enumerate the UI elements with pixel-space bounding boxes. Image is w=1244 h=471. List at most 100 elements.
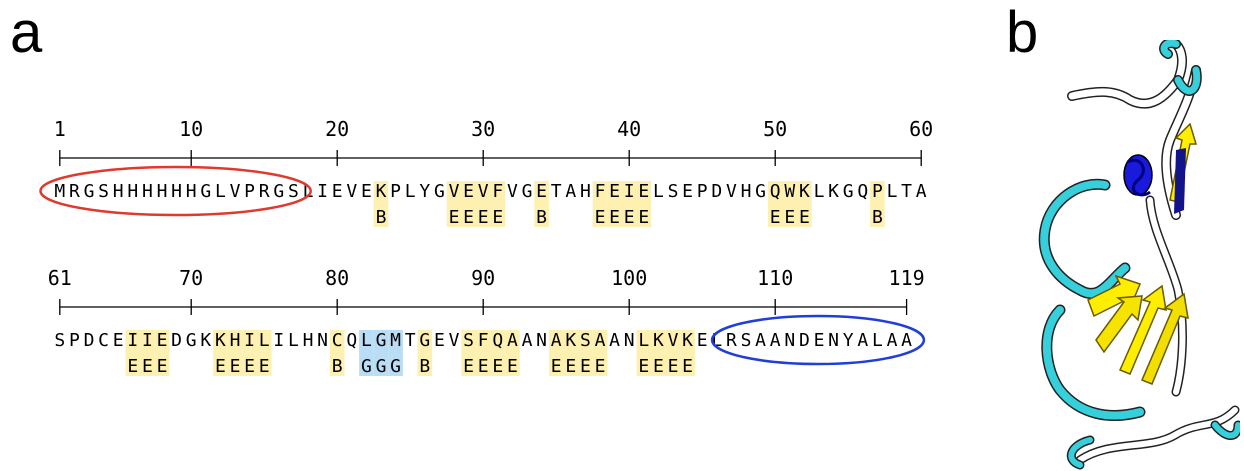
residue-letter: L bbox=[653, 181, 664, 202]
residue-highlight bbox=[256, 330, 272, 376]
residue-letter: R bbox=[69, 181, 80, 202]
residue-letter: P bbox=[244, 181, 255, 202]
residue-letter: I bbox=[127, 330, 138, 351]
residue-highlight bbox=[227, 330, 243, 376]
residue-letter: H bbox=[186, 181, 197, 202]
ss-code: E bbox=[624, 207, 635, 228]
residue-letter: K bbox=[215, 330, 226, 351]
residue-letter: H bbox=[113, 181, 124, 202]
ss-code: E bbox=[463, 356, 474, 377]
residue-highlight bbox=[651, 330, 666, 376]
residue-highlight bbox=[782, 181, 798, 227]
residue-letter: T bbox=[901, 181, 912, 202]
residue-letter: G bbox=[200, 181, 211, 202]
ss-code: E bbox=[244, 356, 255, 377]
residue-letter: N bbox=[317, 330, 328, 351]
residue-letter: N bbox=[536, 330, 547, 351]
residue-letter: E bbox=[697, 330, 708, 351]
residue-letter: A bbox=[916, 181, 927, 202]
coil-segments bbox=[1067, 40, 1240, 465]
residue-letter: G bbox=[186, 330, 197, 351]
residue-letter: I bbox=[273, 330, 284, 351]
tick-label: 110 bbox=[757, 266, 793, 290]
tick-label: 10 bbox=[179, 117, 203, 141]
residue-highlight bbox=[213, 330, 228, 376]
residue-letter: N bbox=[624, 330, 635, 351]
residue-letter: I bbox=[624, 181, 635, 202]
residue-letter: I bbox=[317, 181, 328, 202]
residue-letter: K bbox=[799, 181, 810, 202]
tick-label: 80 bbox=[325, 266, 349, 290]
residue-letter: M bbox=[54, 181, 65, 202]
residue-letter: G bbox=[273, 181, 284, 202]
residue-letter: E bbox=[434, 330, 445, 351]
residue-letter: V bbox=[668, 330, 679, 351]
residue-highlight bbox=[490, 181, 506, 227]
ss-code: B bbox=[536, 207, 547, 228]
residue-letter: S bbox=[741, 330, 752, 351]
residue-letter: G bbox=[376, 330, 387, 351]
ss-code: E bbox=[142, 356, 153, 377]
tick-label: 70 bbox=[179, 266, 203, 290]
residue-highlight bbox=[446, 181, 462, 227]
residue-highlight bbox=[359, 330, 374, 376]
turn-segments bbox=[1038, 40, 1240, 470]
residue-highlight bbox=[563, 330, 579, 376]
residue-letter: S bbox=[288, 181, 299, 202]
ss-code: G bbox=[361, 356, 372, 377]
residue-highlight bbox=[505, 330, 520, 376]
residue-letter: L bbox=[288, 330, 299, 351]
residue-letter: L bbox=[638, 330, 649, 351]
residue-letter: E bbox=[682, 181, 693, 202]
residue-letter: E bbox=[332, 181, 343, 202]
ss-code: G bbox=[376, 356, 387, 377]
residue-letter: L bbox=[361, 330, 372, 351]
residue-letter: T bbox=[551, 181, 562, 202]
residue-letter: G bbox=[434, 181, 445, 202]
residue-highlight bbox=[373, 330, 389, 376]
ss-code: E bbox=[595, 356, 606, 377]
helix-segment bbox=[1123, 148, 1186, 214]
ss-code: E bbox=[492, 207, 503, 228]
residue-highlight bbox=[242, 330, 257, 376]
residue-letter: H bbox=[230, 330, 241, 351]
residue-letter: A bbox=[857, 330, 868, 351]
tick-label: 119 bbox=[889, 266, 925, 290]
ss-code: E bbox=[770, 207, 781, 228]
residue-highlight bbox=[607, 181, 622, 227]
residue-letter: I bbox=[244, 330, 255, 351]
tick-label: 50 bbox=[763, 117, 787, 141]
tick-label: 20 bbox=[325, 117, 349, 141]
residue-letter: N bbox=[784, 330, 795, 351]
ss-code: E bbox=[259, 356, 270, 377]
residue-letter: W bbox=[784, 181, 795, 202]
ss-code: E bbox=[653, 356, 664, 377]
residue-letter: M bbox=[390, 330, 401, 351]
residue-letter: G bbox=[843, 181, 854, 202]
residue-letter: A bbox=[507, 330, 518, 351]
residue-letter: T bbox=[405, 330, 416, 351]
residue-letter: S bbox=[98, 181, 109, 202]
residue-letter: L bbox=[303, 181, 314, 202]
tick-label: 61 bbox=[48, 266, 72, 290]
ss-code: E bbox=[551, 356, 562, 377]
residue-letter: V bbox=[507, 181, 518, 202]
residue-letter: S bbox=[580, 330, 591, 351]
ss-code: E bbox=[449, 207, 460, 228]
residue-letter: A bbox=[609, 330, 620, 351]
residue-letter: N bbox=[828, 330, 839, 351]
residue-highlight bbox=[373, 181, 389, 227]
residue-letter: V bbox=[726, 181, 737, 202]
residue-letter: G bbox=[84, 181, 95, 202]
residue-highlight bbox=[475, 181, 491, 227]
ss-code: E bbox=[230, 356, 241, 377]
ss-code: E bbox=[595, 207, 606, 228]
residue-letter: S bbox=[668, 181, 679, 202]
residue-letter: H bbox=[127, 181, 138, 202]
residue-letter: G bbox=[755, 181, 766, 202]
residue-highlight bbox=[329, 330, 345, 376]
residue-letter: K bbox=[565, 330, 576, 351]
residue-letter: H bbox=[741, 181, 752, 202]
residue-letter: F bbox=[492, 181, 503, 202]
residue-letter: A bbox=[565, 181, 576, 202]
